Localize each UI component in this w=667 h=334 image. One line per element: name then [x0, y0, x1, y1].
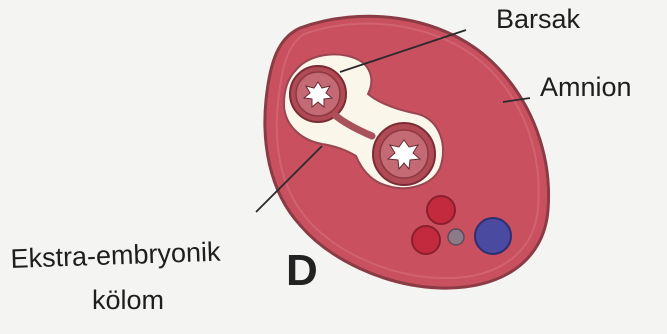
- label-barsak: Barsak: [496, 4, 580, 35]
- vessel-small-grey: [448, 229, 464, 245]
- gut-section-lower: [373, 123, 435, 185]
- label-kolom: kölom: [92, 285, 164, 316]
- vessel-blue: [475, 218, 511, 254]
- panel-letter: D: [286, 246, 318, 296]
- vessel-red-lower: [412, 226, 440, 254]
- vessel-red-upper: [427, 196, 455, 224]
- label-amnion: Amnion: [540, 72, 632, 103]
